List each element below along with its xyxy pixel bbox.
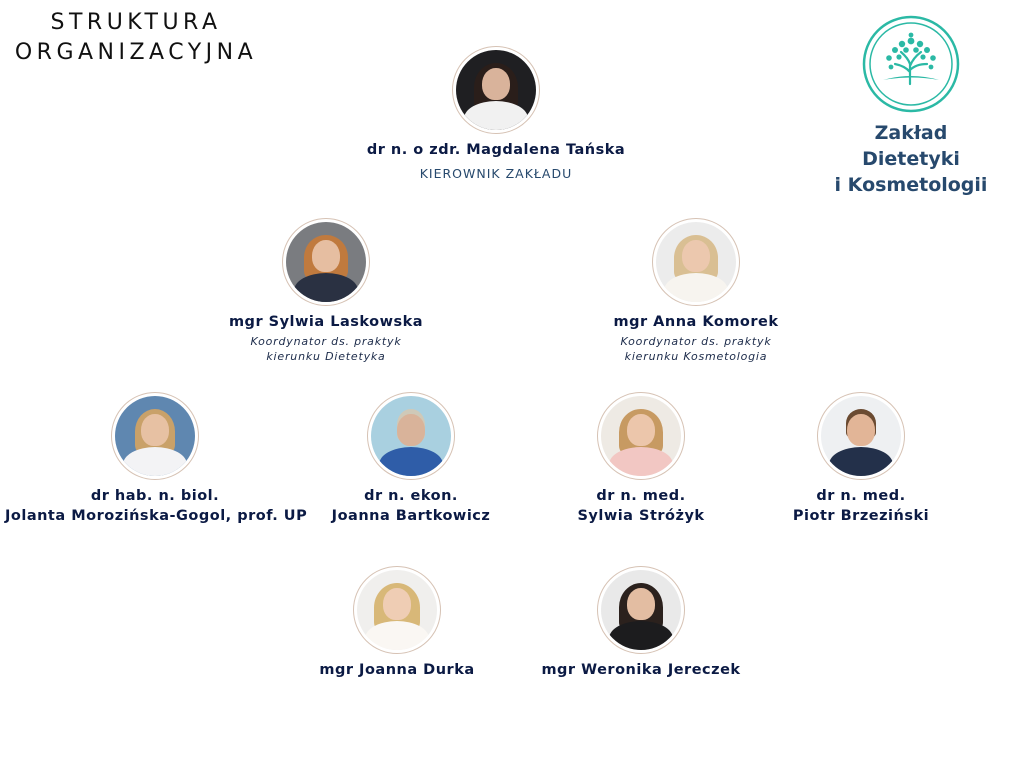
person-name: mgr Weronika Jereczek [541,662,741,678]
person-coordinator: mgr Sylwia Laskowska Koordynator ds. pra… [206,218,446,364]
person-name: mgr Anna Komorek [613,314,779,330]
person-coordinator: mgr Anna Komorek Koordynator ds. praktyk… [576,218,816,364]
person-name: dr n. med. Sylwia Stróżyk [541,486,741,526]
title-line-1: STRUKTURA [50,10,222,35]
person-description: Koordynator ds. praktyk kierunku Dietety… [206,334,446,364]
person-name: mgr Sylwia Laskowska [228,314,424,330]
department-logo: Zakład Dietetyki i Kosmetologii [826,14,996,198]
avatar [353,566,441,654]
person-description-line-2: kierunku Dietetyka [266,350,386,363]
person-fullname: Joanna Bartkowicz [331,508,491,524]
person-staff: dr hab. n. biol. Jolanta Morozińska-Gogo… [5,392,308,526]
page-title: STRUKTURA ORGANIZACYJNA [0,8,272,68]
person-staff: mgr Weronika Jereczek [531,566,751,680]
avatar [597,392,685,480]
department-name-line-2: Dietetyki [862,148,960,170]
person-name: dr n. med. Piotr Brzeziński [761,486,961,526]
person-name: dr n. o zdr. Magdalena Tańska [366,142,626,158]
person-role: KIEROWNIK ZAKŁADU [419,166,573,181]
person-title: dr n. med. [596,488,686,504]
department-name-line-3: i Kosmetologii [834,174,988,196]
person-description-line-2: kierunku Kosmetologia [624,350,768,363]
avatar [817,392,905,480]
department-name: Zakład Dietetyki i Kosmetologii [826,120,996,198]
avatar [367,392,455,480]
person-title: dr n. med. [816,488,906,504]
person-fullname: Jolanta Morozińska-Gogol, prof. UP [5,508,308,524]
avatar [597,566,685,654]
avatar [652,218,740,306]
person-name: mgr Joanna Durka [319,662,475,678]
person-name: dr n. ekon. Joanna Bartkowicz [311,486,511,526]
title-line-2: ORGANIZACYJNA [14,40,258,65]
person-staff: dr n. ekon. Joanna Bartkowicz [311,392,511,526]
person-description-line-1: Koordynator ds. praktyk [620,335,772,348]
person-name: dr hab. n. biol. Jolanta Morozińska-Gogo… [5,486,308,526]
department-name-line-1: Zakład [874,122,948,144]
tree-icon [862,15,960,113]
avatar [111,392,199,480]
person-staff: mgr Joanna Durka [297,566,497,680]
person-description: Koordynator ds. praktyk kierunku Kosmeto… [576,334,816,364]
person-description-line-1: Koordynator ds. praktyk [250,335,402,348]
person-fullname: Piotr Brzeziński [792,508,930,524]
person-staff: dr n. med. Sylwia Stróżyk [541,392,741,526]
person-staff: dr n. med. Piotr Brzeziński [761,392,961,526]
person-title: dr hab. n. biol. [90,488,220,504]
person-fullname: Sylwia Stróżyk [577,508,705,524]
person-head: dr n. o zdr. Magdalena Tańska KIEROWNIK … [336,46,656,181]
avatar [282,218,370,306]
person-title: dr n. ekon. [364,488,458,504]
avatar [452,46,540,134]
